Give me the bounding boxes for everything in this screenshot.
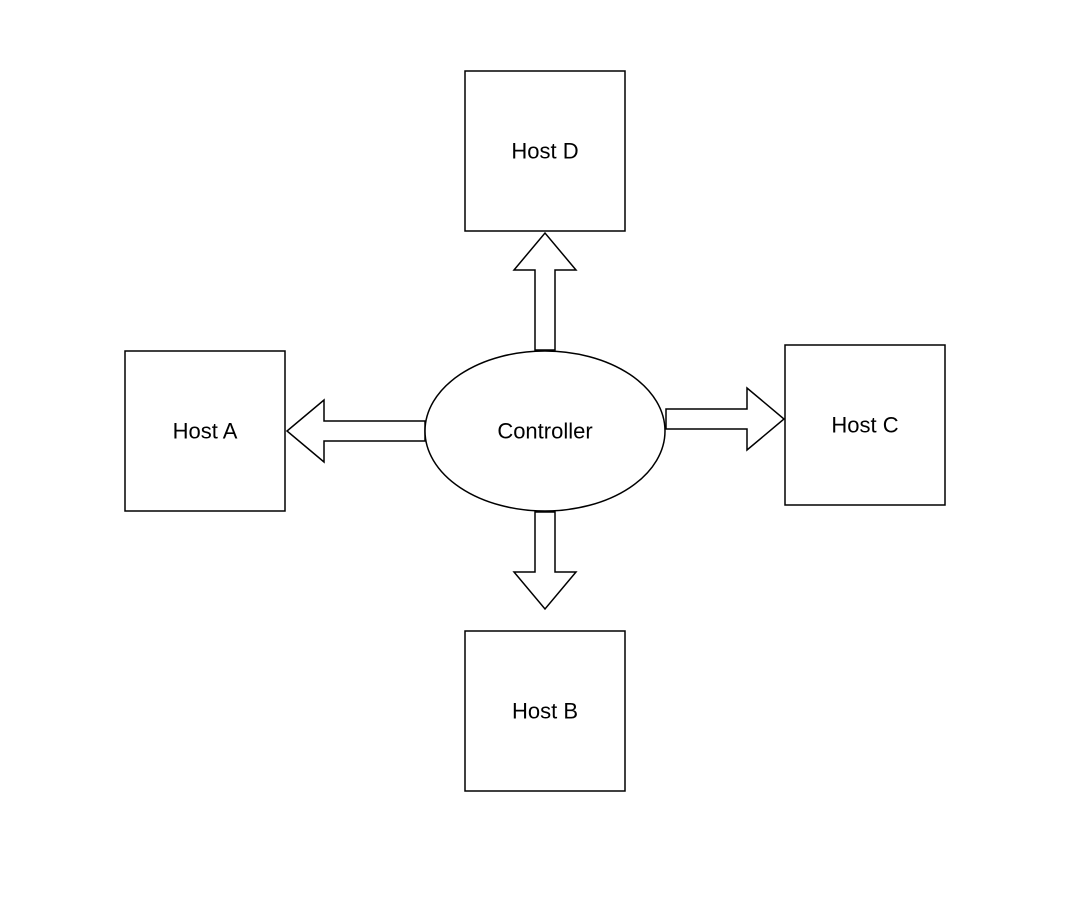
controller-node: Controller: [424, 350, 666, 512]
host-d-label: Host D: [511, 139, 578, 164]
arrow-controller-to-host-a: [285, 398, 426, 464]
host-a-box: [124, 350, 286, 512]
host-d-box: [464, 70, 626, 232]
host-b-box: [464, 630, 626, 792]
host-c-node: Host C: [784, 344, 946, 506]
host-c-label: Host C: [831, 413, 898, 438]
arrow-controller-to-host-d: [512, 231, 578, 351]
host-a-node: Host A: [124, 350, 286, 512]
host-d-node: Host D: [464, 70, 626, 232]
arrow-controller-to-host-c: [665, 386, 786, 452]
host-c-box: [784, 344, 946, 506]
host-b-label: Host B: [512, 699, 578, 724]
controller-ellipse: [424, 350, 666, 512]
arrow-controller-to-host-b: [512, 511, 578, 611]
controller-label: Controller: [497, 419, 592, 444]
host-b-node: Host B: [464, 630, 626, 792]
host-a-label: Host A: [173, 419, 238, 444]
